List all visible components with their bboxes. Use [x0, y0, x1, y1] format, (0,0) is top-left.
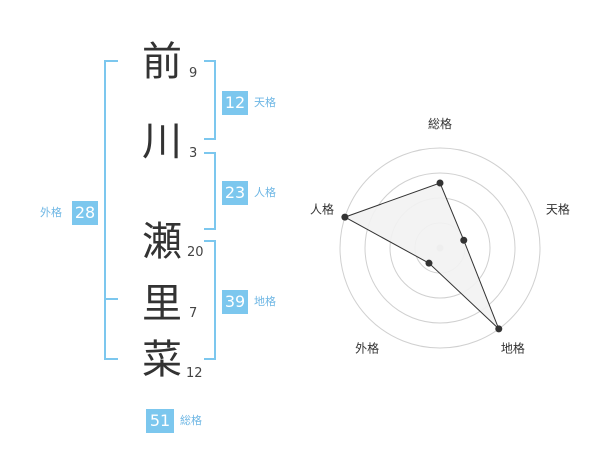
soukaku-label: 総格: [180, 414, 202, 427]
radar-axis-label-4: 外格: [355, 340, 379, 355]
radar-axis-label-2: 天格: [546, 202, 570, 217]
jinkaku-label: 人格: [254, 186, 276, 199]
stroke-count-1: 9: [189, 66, 198, 81]
tenkaku-bracket-vertical: [214, 60, 216, 140]
gaikaku-label: 外格: [40, 206, 62, 219]
radar-series-polygon: [343, 182, 500, 330]
stroke-count-3: 20: [187, 245, 204, 260]
gaikaku-bracket-bottom: [104, 358, 118, 360]
radar-point-4: [425, 259, 433, 267]
jinkaku-bracket-vertical: [214, 152, 216, 230]
chikaku-label: 地格: [254, 295, 276, 308]
tenkaku-bracket-top: [204, 60, 216, 62]
tenkaku-badge: 12: [222, 91, 248, 115]
chikaku-badge: 39: [222, 290, 248, 314]
jinkaku-bracket-bottom: [204, 228, 216, 230]
gaikaku-bracket-mid: [104, 298, 118, 300]
stroke-count-2: 3: [189, 146, 198, 161]
stroke-count-5: 12: [186, 366, 203, 381]
radar-point-2: [460, 236, 468, 244]
tenkaku-label: 天格: [254, 96, 276, 109]
radar-point-1: [436, 179, 444, 187]
name-char-4: 里: [142, 281, 182, 327]
name-char-5: 菜: [142, 337, 182, 383]
radar-grid-ring-4: [339, 147, 541, 349]
radar-point-5: [341, 213, 349, 221]
soukaku-badge: 51: [146, 409, 174, 433]
name-char-3: 瀬: [142, 219, 182, 265]
jinkaku-badge: 23: [222, 181, 248, 205]
chikaku-bracket-top: [204, 240, 216, 242]
radar-axis-label-3: 地格: [501, 340, 525, 355]
stroke-count-4: 7: [189, 306, 198, 321]
gaikaku-bracket-top: [104, 60, 118, 62]
radar-axis-label-1: 総格: [428, 116, 452, 131]
gaikaku-bracket-vertical: [104, 60, 106, 360]
radar-point-3: [495, 325, 503, 333]
name-char-1: 前: [142, 39, 182, 85]
radar-axis-label-5: 人格: [310, 202, 334, 217]
name-char-2: 川: [142, 119, 182, 165]
radar-grid-ring-3: [364, 172, 516, 324]
chikaku-bracket-vertical: [214, 240, 216, 360]
chikaku-bracket-bottom: [204, 358, 216, 360]
jinkaku-bracket-top: [204, 152, 216, 154]
gaikaku-badge: 28: [72, 201, 98, 225]
tenkaku-bracket-bottom: [204, 138, 216, 140]
